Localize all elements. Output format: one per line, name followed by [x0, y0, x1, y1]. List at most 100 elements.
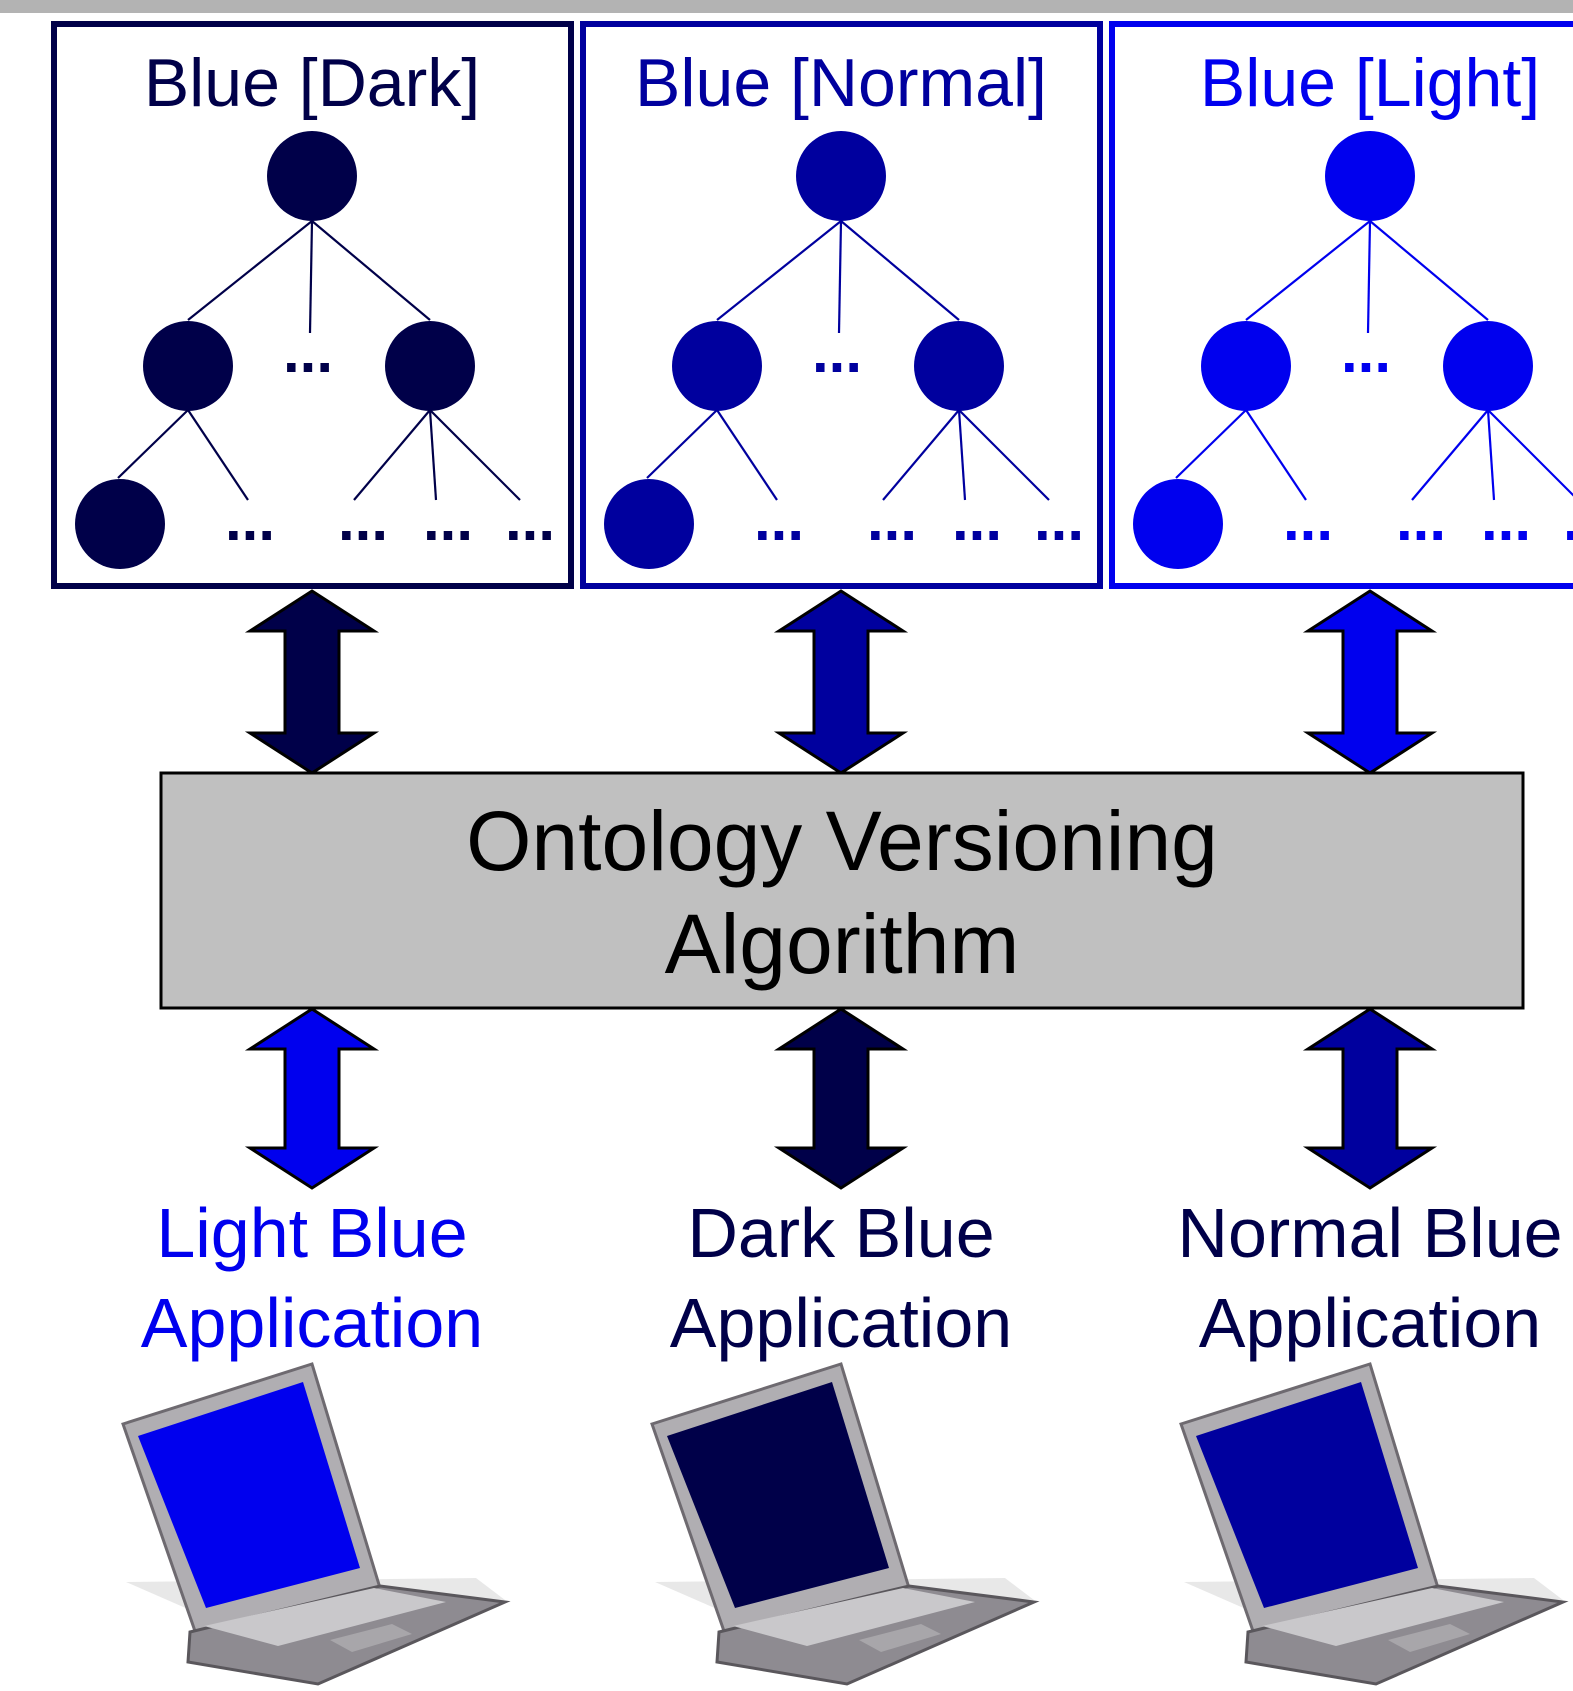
ontology-tree: ...............: [75, 131, 555, 569]
tree-node: [796, 131, 886, 221]
tree-node: [914, 321, 1004, 411]
tree-node: [672, 321, 762, 411]
tree-edge: [840, 220, 960, 321]
tree-node: [1133, 479, 1223, 569]
application-label-line1: Light Blue: [156, 1194, 467, 1272]
application-dark-blue: Dark Blue Application: [650, 1194, 1040, 1686]
double-arrow-normal-app: [1302, 1007, 1438, 1190]
tree-node: [1201, 321, 1291, 411]
tree-edge: [1486, 409, 1496, 501]
panel-border: [51, 21, 574, 589]
ellipsis-label: ...: [1481, 486, 1531, 553]
panel-normal: Blue [Normal] ...............: [580, 21, 1103, 589]
ellipsis-label: ...: [1034, 486, 1084, 553]
ellipsis-label: ...: [867, 486, 917, 553]
tree-edge: [837, 220, 843, 334]
ellipsis-label: ...: [1283, 486, 1333, 553]
ellipsis-label: ...: [1563, 486, 1573, 553]
tree-edge: [716, 220, 842, 321]
ontology-tree: ...............: [1133, 131, 1573, 569]
tree-node: [1443, 321, 1533, 411]
double-arrow-light: [1302, 589, 1438, 775]
tree-edge: [716, 409, 778, 501]
panel-title: Blue [Normal]: [635, 45, 1047, 121]
algorithm-title-line1: Ontology Versioning: [466, 794, 1218, 888]
ellipsis-label: ...: [423, 486, 473, 553]
laptop-icon: [650, 1362, 1040, 1686]
tree-node: [143, 321, 233, 411]
application-label-line2: Application: [1199, 1284, 1541, 1362]
tree-edge: [1245, 409, 1307, 501]
double-arrow-dark-app: [773, 1007, 909, 1190]
panel-title: Blue [Light]: [1200, 45, 1540, 121]
tree-edge: [1369, 220, 1489, 321]
laptop-screen: [667, 1382, 889, 1608]
double-arrow-normal: [773, 589, 909, 775]
ellipsis-label: ...: [812, 318, 862, 385]
laptop-keyboard: [733, 1588, 975, 1646]
tree-edge: [957, 409, 967, 501]
tree-edge: [1245, 220, 1371, 321]
laptop-base: [715, 1584, 1040, 1686]
tree-edge: [958, 409, 1050, 501]
laptop-base: [1244, 1584, 1569, 1686]
application-normal-blue: Normal Blue Application: [1177, 1194, 1569, 1686]
laptop-keyboard: [204, 1588, 446, 1646]
tree-edge: [1175, 409, 1247, 479]
tree-edge: [117, 409, 189, 479]
double-arrow-dark: [244, 589, 380, 775]
tree-edge: [429, 409, 521, 501]
tree-edge: [187, 220, 313, 321]
tree-node: [1325, 131, 1415, 221]
ontology-tree: ...............: [604, 131, 1084, 569]
ellipsis-label: ...: [283, 318, 333, 385]
ellipsis-label: ...: [1341, 318, 1391, 385]
laptop-icon: [1179, 1362, 1569, 1686]
tree-edge: [311, 220, 431, 321]
laptop-base: [186, 1584, 511, 1686]
panel-border: [580, 21, 1103, 589]
panel-title: Blue [Dark]: [144, 45, 480, 121]
tree-edge: [1487, 409, 1573, 497]
panel-dark: Blue [Dark] ...............: [51, 21, 574, 589]
algorithm-title-line2: Algorithm: [665, 897, 1020, 991]
laptop-icon: [121, 1362, 511, 1686]
tree-edge: [308, 220, 314, 334]
ellipsis-label: ...: [754, 486, 804, 553]
application-label-line2: Application: [141, 1284, 483, 1362]
top-bar: [0, 0, 1573, 13]
tree-node: [267, 131, 357, 221]
laptop-touchpad: [330, 1624, 412, 1652]
laptop-touchpad: [1388, 1624, 1470, 1652]
application-label-line2: Application: [670, 1284, 1012, 1362]
ellipsis-label: ...: [505, 486, 555, 553]
tree-node: [604, 479, 694, 569]
tree-edge: [353, 409, 431, 501]
ellipsis-label: ...: [1396, 486, 1446, 553]
tree-edge: [882, 409, 960, 501]
application-label-line1: Dark Blue: [687, 1194, 994, 1272]
laptop-touchpad: [859, 1624, 941, 1652]
algorithm-box-rect: [159, 771, 1525, 1010]
application-label-line1: Normal Blue: [1177, 1194, 1562, 1272]
application-light-blue: Light Blue Application: [121, 1194, 511, 1686]
ellipsis-label: ...: [338, 486, 388, 553]
tree-edge: [1366, 220, 1372, 334]
upper-arrows: [244, 589, 1438, 775]
algorithm-box: Ontology Versioning Algorithm: [159, 771, 1525, 1010]
panel-light: Blue [Light] ...............: [1109, 21, 1573, 589]
laptop-keyboard: [1262, 1588, 1504, 1646]
tree-edge: [646, 409, 718, 479]
tree-edge: [428, 409, 438, 501]
ellipsis-label: ...: [225, 486, 275, 553]
tree-node: [75, 479, 165, 569]
laptop-screen: [1196, 1382, 1418, 1608]
tree-edge: [1411, 409, 1489, 501]
laptop-screen: [138, 1382, 360, 1608]
double-arrow-light-app: [244, 1007, 380, 1190]
tree-edge: [187, 409, 249, 501]
tree-node: [385, 321, 475, 411]
ellipsis-label: ...: [952, 486, 1002, 553]
lower-arrows: [244, 1007, 1438, 1190]
